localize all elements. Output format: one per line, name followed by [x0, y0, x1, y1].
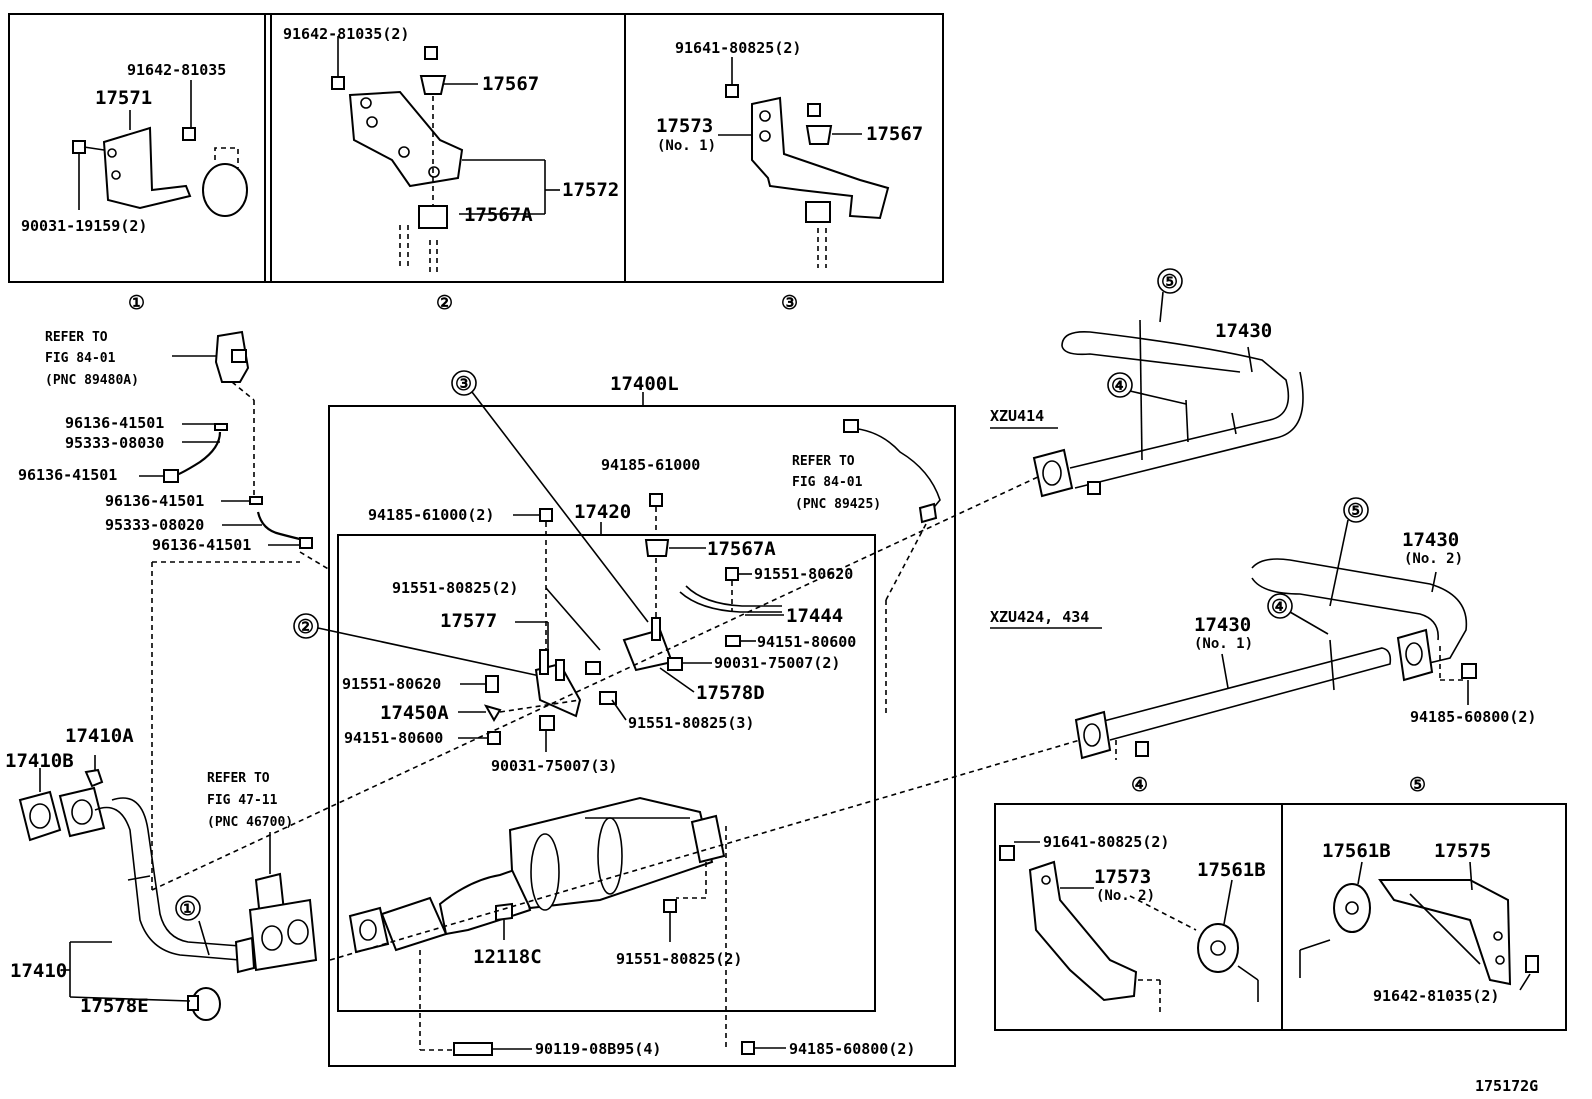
tail-label-nut: 94185-60800(2)	[1410, 708, 1536, 726]
assembly-label-m: 91551-80825(3)	[628, 714, 754, 732]
assembly-label-l: 17450A	[380, 702, 449, 724]
assembly-title: 17400L	[610, 373, 679, 395]
panel-number-4: ④	[1131, 774, 1148, 796]
panel-number-2: ②	[436, 292, 453, 314]
refer-o2-line3: (PNC 89425)	[795, 497, 881, 512]
p5-label-bolt: 91642-81035(2)	[1373, 987, 1499, 1005]
tail-label-a: 17430	[1215, 320, 1272, 342]
hose-label-6: 96136-41501	[152, 536, 251, 554]
p5-label-hanger: 17561B	[1322, 840, 1391, 862]
assembly-label-g: 17577	[440, 610, 497, 632]
assembly-label-j: 91551-80620	[342, 675, 441, 693]
p4-label-bolt: 91641-80825(2)	[1043, 833, 1169, 851]
tail-callout-4b: ④	[1271, 596, 1288, 618]
front-pipe-group: ① 17410A 17410B 17410 17578E	[5, 725, 256, 1021]
assembly-label-s: 94185-60800(2)	[789, 1040, 915, 1058]
hose-label-1: 96136-41501	[65, 414, 164, 432]
assembly-label-f: 17444	[786, 605, 843, 627]
tail-label-c: 17430	[1194, 614, 1251, 636]
p1-label-bolt2: 90031-19159(2)	[21, 217, 147, 235]
sensor-hose-group: REFER TO FIG 84-01 (PNC 89480A) 96136-41…	[18, 330, 331, 890]
refer-47-line2: FIG 47-11	[207, 793, 278, 808]
assembly-17400L: 17400L 17420 ③ ②	[293, 370, 956, 1067]
hose-label-2: 95333-08030	[65, 434, 164, 452]
refer-84-line2: FIG 84-01	[45, 351, 116, 366]
tail-callout-5b: ⑤	[1347, 500, 1364, 522]
p1-label-bolt: 91642-81035	[127, 61, 226, 79]
refer-84-line1: REFER TO	[45, 330, 108, 345]
refer-47-line3: (PNC 46700)	[207, 815, 293, 830]
tail-pipes-group: XZU414 XZU424, 434 ⑤ ④ 17430 ⑤	[990, 268, 1536, 760]
inset-panel-3: 91641-80825(2) 17573 (No. 1) 17567	[624, 13, 944, 283]
assembly-sub: 17420	[574, 501, 631, 523]
assembly-label-d: 91551-80620	[754, 565, 853, 583]
inset-panel-1: 91642-81035 17571 90031-19159(2)	[8, 13, 272, 283]
panel-number-3: ③	[781, 292, 798, 314]
figure-code: 175172G	[1475, 1077, 1538, 1095]
refer-84-line3: (PNC 89480A)	[45, 373, 139, 388]
inset-panel-5: 17561B 17575 91642-81035(2)	[1281, 803, 1567, 1031]
assembly-label-q: 91551-80825(2)	[616, 950, 742, 968]
front-pipe-callout: ①	[179, 898, 196, 920]
assembly-label-i: 90031-75007(2)	[714, 654, 840, 672]
panel-number-1: ①	[128, 292, 145, 314]
assembly-callout-3: ③	[455, 373, 472, 395]
p2-label-bracket: 17572	[562, 179, 619, 201]
o2-sensor-group: REFER TO FIG 84-01 (PNC 89425)	[792, 419, 941, 715]
panel-number-5: ⑤	[1409, 774, 1426, 796]
hose-label-3: 96136-41501	[18, 466, 117, 484]
assembly-callout-2: ②	[297, 616, 314, 638]
front-pipe-gasket: 17410B	[5, 750, 74, 772]
assembly-label-e: 91551-80825(2)	[392, 579, 518, 597]
p3-label-note: (No. 1)	[657, 138, 716, 154]
assembly-label-b: 94185-61000	[601, 456, 700, 474]
p2-label-bolt: 91642-81035(2)	[283, 25, 409, 43]
p3-label-cushion: 17567	[866, 123, 923, 145]
assembly-label-c: 17567A	[707, 538, 776, 560]
front-pipe-nut: 17410A	[65, 725, 134, 747]
tail-label-b-note: (No. 2)	[1404, 551, 1463, 567]
assembly-label-r: 90119-08B95(4)	[535, 1040, 661, 1058]
hose-label-4: 96136-41501	[105, 492, 204, 510]
inset-panel-2: 91642-81035(2) 17567 17572 17567A	[264, 13, 626, 283]
front-pipe-clamp: 17578E	[80, 995, 149, 1017]
p4-label-hanger: 17561B	[1197, 859, 1266, 881]
tail-callout-4a: ④	[1111, 375, 1128, 397]
p2-label-cushion-a: 17567A	[464, 204, 533, 226]
tail-label-b: 17430	[1402, 529, 1459, 551]
p2-label-cushion: 17567	[482, 73, 539, 95]
model-label-a: XZU414	[990, 407, 1044, 425]
refer-47-line1: REFER TO	[207, 771, 270, 786]
p4-label-note: (No. 2)	[1096, 888, 1155, 904]
assembly-label-a: 94185-61000(2)	[368, 506, 494, 524]
hose-label-5: 95333-08020	[105, 516, 204, 534]
p5-label-bracket: 17575	[1434, 840, 1491, 862]
p3-label-bolt: 91641-80825(2)	[675, 39, 801, 57]
tail-label-c-note: (No. 1)	[1194, 636, 1253, 652]
assembly-label-h: 94151-80600	[757, 633, 856, 651]
front-pipe-label: 17410	[10, 960, 67, 982]
assembly-label-o: 90031-75007(3)	[491, 757, 617, 775]
assembly-label-p: 12118C	[473, 946, 542, 968]
tail-callout-5a: ⑤	[1161, 271, 1178, 293]
egr-valve-group: REFER TO FIG 47-11 (PNC 46700)	[207, 771, 318, 972]
p1-label-bracket: 17571	[95, 87, 152, 109]
assembly-label-k: 17578D	[696, 682, 765, 704]
model-label-b: XZU424, 434	[990, 608, 1089, 626]
refer-o2-line1: REFER TO	[792, 454, 855, 469]
inset-panel-4: 91641-80825(2) 17573 (No. 2) 17561B	[994, 803, 1283, 1031]
p4-label-bracket: 17573	[1094, 866, 1151, 888]
refer-o2-line2: FIG 84-01	[792, 475, 863, 490]
assembly-label-n: 94151-80600	[344, 729, 443, 747]
p3-label-bracket: 17573	[656, 115, 713, 137]
